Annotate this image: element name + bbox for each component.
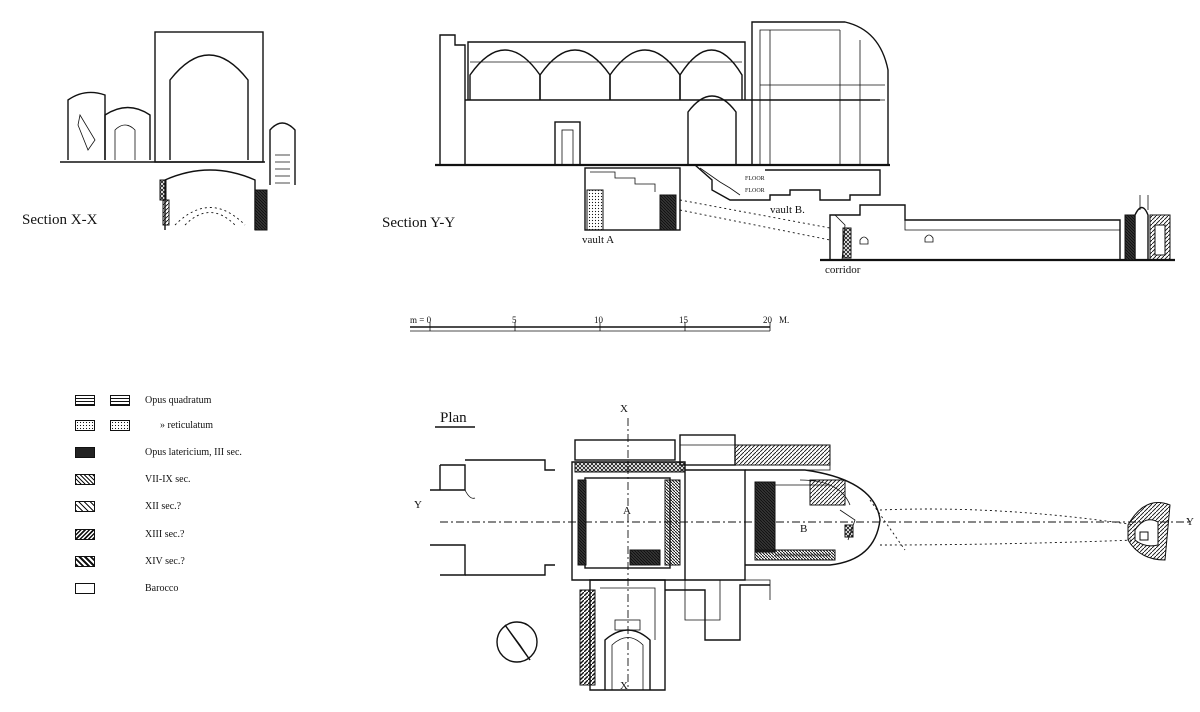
vault-b-label: vault B. (770, 204, 805, 216)
legend-swatch-diag (75, 501, 95, 512)
floor-label: FLOOR (745, 176, 765, 182)
vault-a-label: vault A (582, 234, 615, 246)
legend-label: Opus quadratum (145, 395, 212, 406)
legend-label: Opus latericium, III sec. (145, 447, 242, 458)
corridor-label: corridor (825, 264, 861, 276)
scale-bar-drawing (410, 322, 771, 332)
section-y-y-drawing (435, 21, 1175, 262)
legend-swatch-dense (75, 447, 95, 458)
plan-title: Plan (440, 410, 467, 426)
legend-label: VII-IX sec. (145, 474, 191, 485)
plan-axis-y-left: Y (414, 499, 422, 511)
plan-room-a-label: A (623, 505, 631, 517)
floor-label-2: FLOOR (745, 188, 765, 194)
section-y-y-title: Section Y-Y (382, 215, 456, 231)
legend-label: XIV sec.? (145, 556, 185, 567)
scale-tick-5: 5 (512, 315, 517, 325)
plan-room-b-label: B (800, 523, 808, 535)
legend-swatch-diag2 (75, 529, 95, 540)
scale-prefix: m = 0 (410, 315, 432, 325)
plan-axis-y-right: Y (1186, 516, 1194, 528)
legend-label: Barocco (145, 583, 179, 594)
legend-label: XIII sec.? (145, 529, 185, 540)
scale-unit: M. (779, 315, 790, 325)
scale-tick-20: 20 (763, 315, 772, 325)
legend-swatch-empty (75, 583, 95, 594)
legend-label: » reticulatum (160, 420, 214, 431)
legend-swatch-grid-2 (110, 395, 130, 406)
legend-swatch-diag3 (75, 556, 95, 567)
legend-label: XII sec.? (145, 501, 182, 512)
plan-drawing (430, 418, 1190, 691)
plan-axis-x-bottom: X (620, 680, 628, 692)
plan-axis-x-top: X (620, 403, 628, 415)
legend-swatch-reticulate-2 (110, 420, 130, 431)
section-x-x-title: Section X-X (22, 212, 98, 228)
scale-tick-10: 10 (594, 315, 603, 325)
legend-swatch-grid (75, 395, 95, 406)
legend-swatch-reticulate (75, 420, 95, 431)
section-x-x-drawing (60, 31, 296, 231)
legend-swatch-cross (75, 474, 95, 485)
scale-tick-15: 15 (679, 315, 688, 325)
